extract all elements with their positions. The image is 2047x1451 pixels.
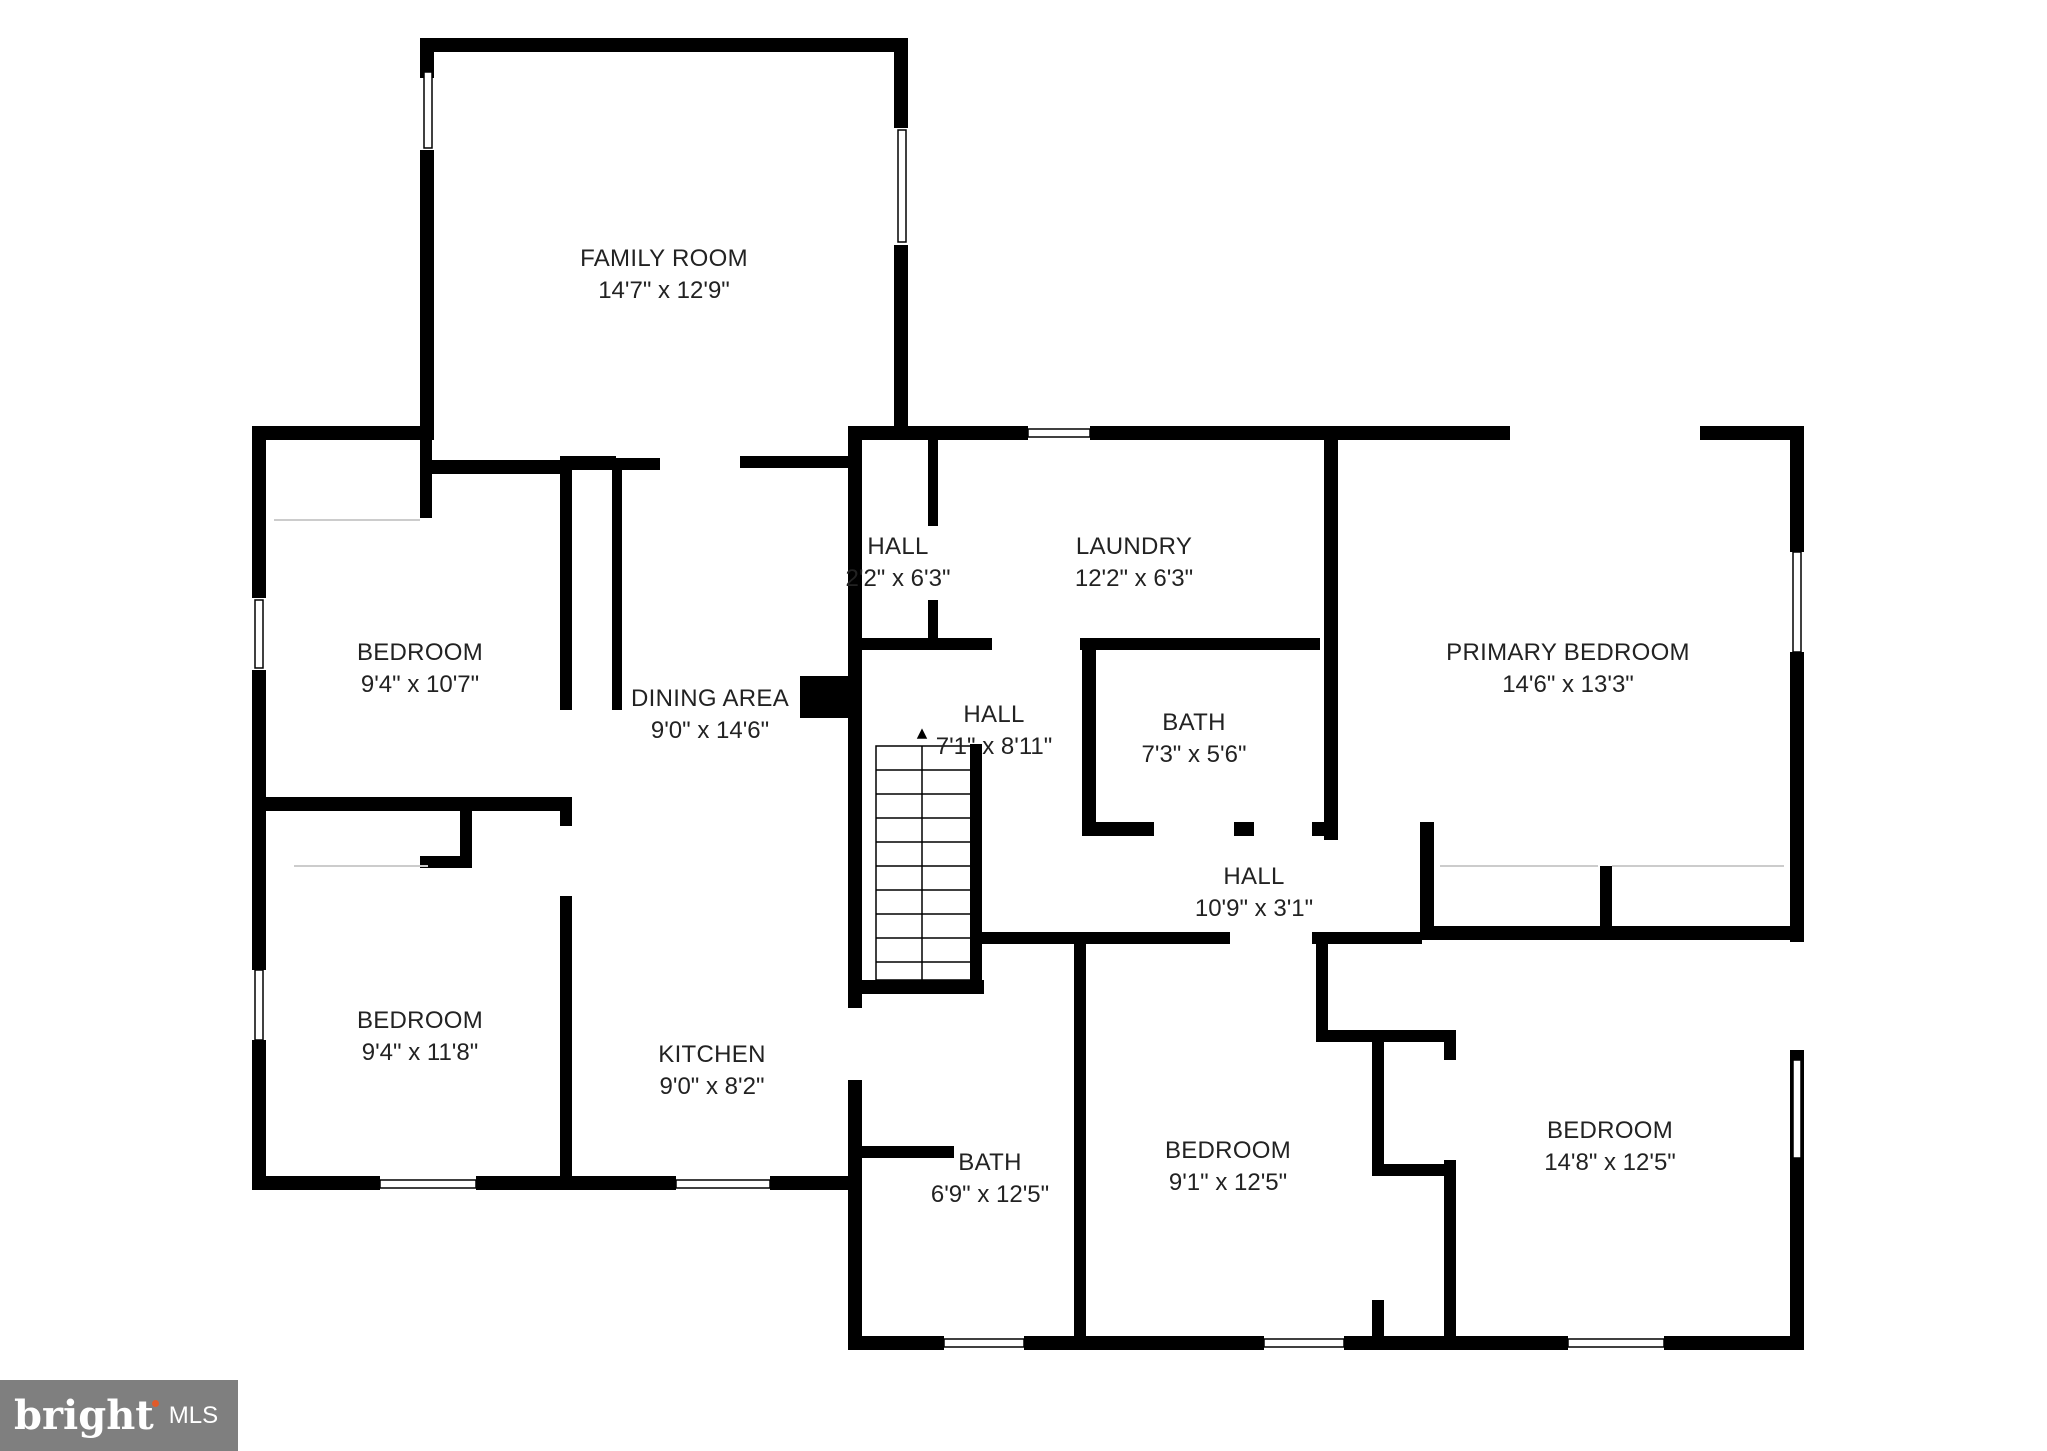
room-label-bedroom-1: BEDROOM [357, 639, 483, 666]
room-dims-kitchen: 9'0" x 8'2" [660, 1073, 765, 1100]
room-label-bath-1: BATH [1162, 709, 1225, 736]
logo-dot-icon [151, 1400, 159, 1407]
room-dims-bath-1: 7'3" x 5'6" [1142, 741, 1247, 768]
room-label-kitchen: KITCHEN [658, 1041, 765, 1068]
room-dims-laundry: 12'2" x 6'3" [1075, 565, 1193, 592]
windows [254, 71, 1802, 1348]
closet-lines [274, 519, 1784, 867]
room-labels: FAMILY ROOM 14'7" x 12'9" BEDROOM 9'4" x… [357, 245, 1690, 1208]
room-label-primary-bedroom: PRIMARY BEDROOM [1446, 639, 1690, 666]
room-dims-hall-2: 7'1" x 8'11" [936, 733, 1053, 760]
room-label-bedroom-4: BEDROOM [1547, 1117, 1673, 1144]
room-label-bedroom-2: BEDROOM [357, 1007, 483, 1034]
room-dims-bedroom-1: 9'4" x 10'7" [361, 671, 479, 698]
bright-mls-logo: bright MLS [0, 1380, 238, 1451]
stairs [875, 728, 973, 981]
room-label-laundry: LAUNDRY [1076, 533, 1192, 560]
room-dims-hall-1: 2'2" x 6'3" [846, 565, 951, 592]
room-label-family-room: FAMILY ROOM [580, 245, 748, 272]
room-dims-hall-3: 10'9" x 3'1" [1195, 895, 1313, 922]
room-dims-dining-area: 9'0" x 14'6" [651, 717, 769, 744]
logo-brand: bright [14, 1392, 154, 1439]
room-dims-bedroom-2: 9'4" x 11'8" [362, 1039, 479, 1066]
room-label-hall-3: HALL [1223, 863, 1284, 890]
walls [252, 38, 1804, 1350]
room-label-bath-2: BATH [958, 1149, 1021, 1176]
room-label-hall-1: HALL [867, 533, 928, 560]
room-dims-bath-2: 6'9" x 12'5" [931, 1181, 1049, 1208]
room-dims-bedroom-4: 14'8" x 12'5" [1544, 1149, 1676, 1176]
room-dims-primary-bedroom: 14'6" x 13'3" [1502, 671, 1634, 698]
room-dims-bedroom-3: 9'1" x 12'5" [1169, 1169, 1287, 1196]
room-label-bedroom-3: BEDROOM [1165, 1137, 1291, 1164]
room-label-dining-area: DINING AREA [631, 685, 789, 712]
logo-suffix: MLS [168, 1401, 219, 1429]
room-label-hall-2: HALL [963, 701, 1024, 728]
room-dims-family-room: 14'7" x 12'9" [598, 277, 730, 304]
